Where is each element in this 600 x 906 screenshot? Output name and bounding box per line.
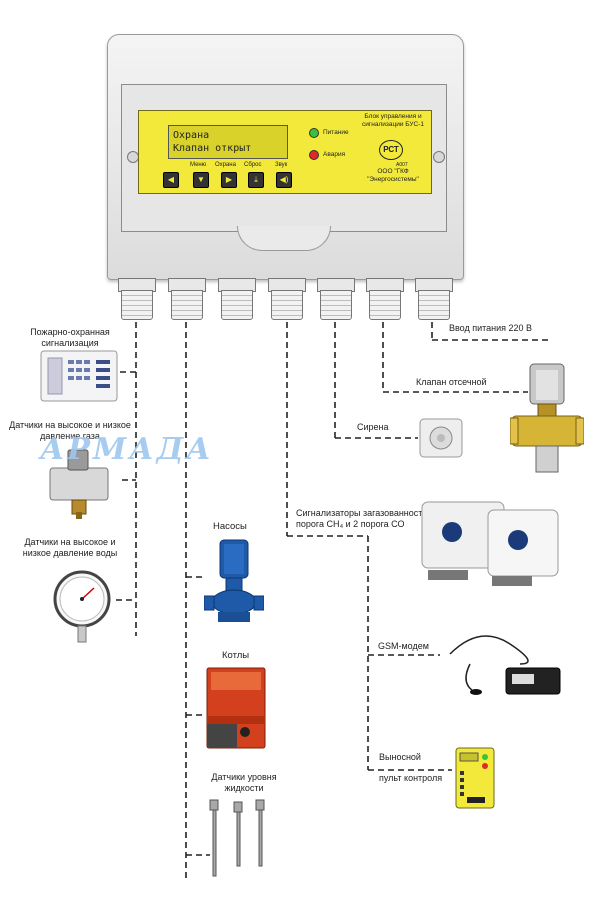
key-label-reset: Сброс xyxy=(244,162,262,168)
power-input-label: Ввод питания 220 В xyxy=(449,323,533,333)
water-pressure-label: Датчики на высокое и низкое давление вод… xyxy=(22,537,118,558)
gas-detectors-icon xyxy=(421,501,559,586)
reset-button[interactable]: ⤓ xyxy=(248,172,264,188)
remote-label-1: Выносной xyxy=(379,752,421,762)
lcd-line-2: Клапан открыт xyxy=(173,143,252,154)
remote-label-2: пульт контроля xyxy=(379,773,443,783)
pressure-gauge-icon xyxy=(53,570,111,643)
gas-pressure-switch-icon xyxy=(49,449,109,519)
lid-handle xyxy=(237,226,331,251)
cable-gland-icon xyxy=(118,278,156,322)
boilers-label: Котлы xyxy=(222,650,250,661)
level-sensors-label: Датчики уровня жидкости xyxy=(211,772,277,793)
unit-title: Блок управления и сигнализации БУС-1 xyxy=(362,113,424,128)
screw-icon xyxy=(433,151,445,163)
pump-icon xyxy=(204,539,264,622)
cert-code: А007 xyxy=(396,162,408,168)
key-label-sound: Звук xyxy=(275,162,288,168)
key-label-menu: Меню xyxy=(190,162,207,168)
alarm-led-icon xyxy=(309,150,319,160)
cable-gland-icon xyxy=(268,278,306,322)
cable-gland-icon xyxy=(415,278,453,322)
gsm-modem-icon xyxy=(449,635,561,695)
power-led-icon xyxy=(309,128,319,138)
right-arrow-button[interactable]: ▶ xyxy=(221,172,237,188)
fire-alarm-panel-icon xyxy=(40,350,118,402)
power-led-label: Питание xyxy=(323,129,349,136)
manufacturer: ООО "ГКФ "Энергосистемы" xyxy=(367,168,419,183)
cable-gland-icon xyxy=(366,278,404,322)
cable-gland-icon xyxy=(218,278,256,322)
lcd-line-1: Охрана xyxy=(173,130,210,141)
siren-label: Сирена xyxy=(357,422,389,432)
left-arrow-button[interactable]: ◀ xyxy=(163,172,179,188)
sound-button[interactable]: ◀) xyxy=(276,172,292,188)
pumps-label: Насосы xyxy=(213,521,247,532)
lcd-display: Охрана Клапан открыт xyxy=(168,125,288,159)
gas-detectors-label: Сигнализаторы загазованности 2 порога СН… xyxy=(296,508,435,529)
shutoff-valve-icon xyxy=(510,363,584,473)
level-sensors-icon xyxy=(209,799,265,877)
fire-alarm-label: Пожарно-охранная сигнализация xyxy=(30,327,110,348)
cable-gland-icon xyxy=(168,278,206,322)
boiler-icon xyxy=(206,667,266,749)
remote-control-panel-icon xyxy=(455,747,495,809)
key-label-guard: Охрана xyxy=(215,162,236,168)
gas-pressure-label: Датчики на высокое и низкое давление газ… xyxy=(9,420,131,441)
gsm-label: GSM-модем xyxy=(378,641,429,651)
siren-icon xyxy=(419,418,463,458)
watermark-logo: АРМАДА xyxy=(40,432,214,467)
rst-cert-icon: РСТ xyxy=(379,140,403,160)
alarm-led-label: Авария xyxy=(323,151,346,158)
cable-gland-icon xyxy=(317,278,355,322)
valve-label: Клапан отсечной xyxy=(416,377,487,387)
down-arrow-button[interactable]: ▼ xyxy=(193,172,209,188)
